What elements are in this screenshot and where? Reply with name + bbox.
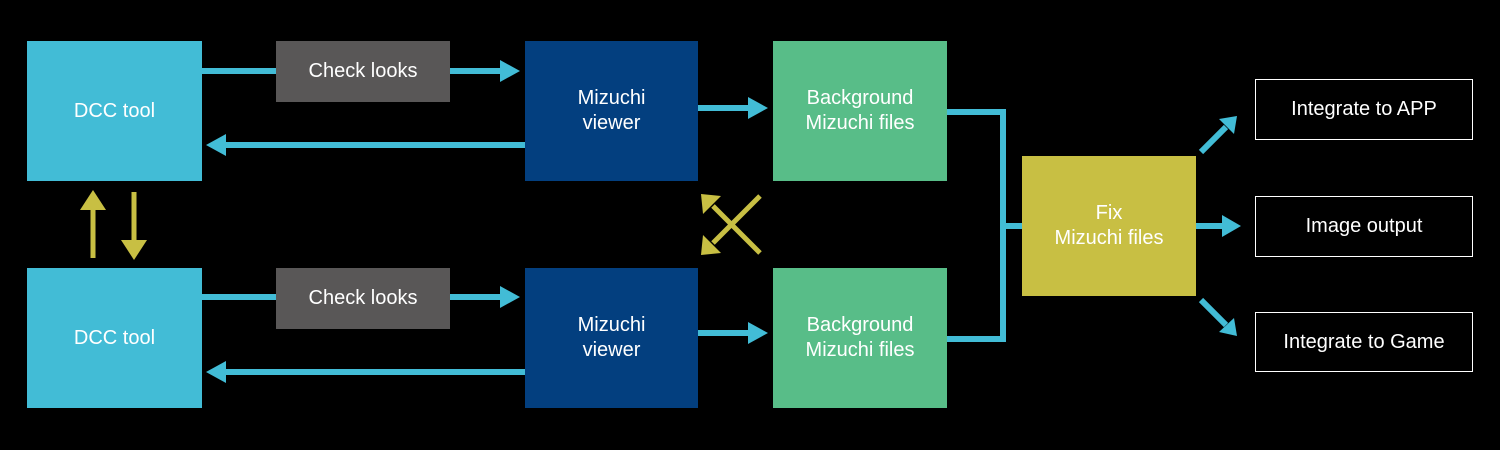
- output-integrate-app: Integrate to APP: [1255, 79, 1473, 140]
- dcc-tool-box-1: DCC tool: [27, 41, 202, 181]
- check-to-viewer-arrow-1: [450, 60, 520, 82]
- check-looks-label-1: Check looks: [308, 60, 418, 82]
- dcc-tool-label-1: DCC tool: [73, 99, 156, 122]
- mizuchi-viewer-line2-1: viewer: [582, 112, 641, 134]
- mizuchi-viewer-line1-2: Mizuchi: [577, 314, 646, 336]
- viewer-to-dcc-arrow-2: [206, 361, 525, 383]
- mizuchi-viewer-line2-2: viewer: [582, 339, 641, 361]
- mizuchi-viewer-box-2: Mizuchi viewer: [525, 268, 698, 408]
- check-to-viewer-arrow-2: [450, 286, 520, 308]
- cross-sync-arrows: [701, 194, 762, 255]
- background-files-line1-2: Background: [806, 314, 914, 336]
- dcc-down-arrow: [121, 192, 147, 260]
- fix-to-image-arrow: [1196, 215, 1241, 237]
- background-files-line2-1: Mizuchi files: [805, 112, 915, 134]
- fix-mizuchi-files-box: Fix Mizuchi files: [1022, 156, 1196, 296]
- dcc-tool-label-2: DCC tool: [73, 326, 156, 349]
- mizuchi-viewer-line1-1: Mizuchi: [577, 87, 646, 109]
- fix-to-game-arrow: [1198, 297, 1237, 336]
- check-looks-box-1: Check looks: [276, 41, 450, 102]
- viewer-to-background-arrow-1: [698, 97, 768, 119]
- background-files-box-1: Background Mizuchi files: [773, 41, 947, 181]
- background-files-line2-2: Mizuchi files: [805, 339, 915, 361]
- output-image-label: Image output: [1305, 215, 1423, 237]
- viewer-to-dcc-arrow-1: [206, 134, 525, 156]
- output-image: Image output: [1255, 196, 1473, 257]
- viewer-to-background-arrow-2: [698, 322, 768, 344]
- fix-files-line2: Mizuchi files: [1054, 227, 1164, 249]
- dcc-up-arrow: [80, 190, 106, 258]
- fix-files-line1: Fix: [1095, 202, 1123, 224]
- check-looks-box-2: Check looks: [276, 268, 450, 329]
- output-integrate-game: Integrate to Game: [1255, 312, 1473, 372]
- background-to-fix-merge-connector: [947, 109, 1024, 342]
- dcc-tool-box-2: DCC tool: [27, 268, 202, 408]
- output-integrate-app-label: Integrate to APP: [1291, 98, 1437, 120]
- fix-to-app-arrow: [1198, 116, 1237, 155]
- check-looks-label-2: Check looks: [308, 287, 418, 309]
- mizuchi-viewer-box-1: Mizuchi viewer: [525, 41, 698, 181]
- output-integrate-game-label: Integrate to Game: [1283, 330, 1445, 353]
- background-files-line1-1: Background: [806, 87, 914, 109]
- background-files-box-2: Background Mizuchi files: [773, 268, 947, 408]
